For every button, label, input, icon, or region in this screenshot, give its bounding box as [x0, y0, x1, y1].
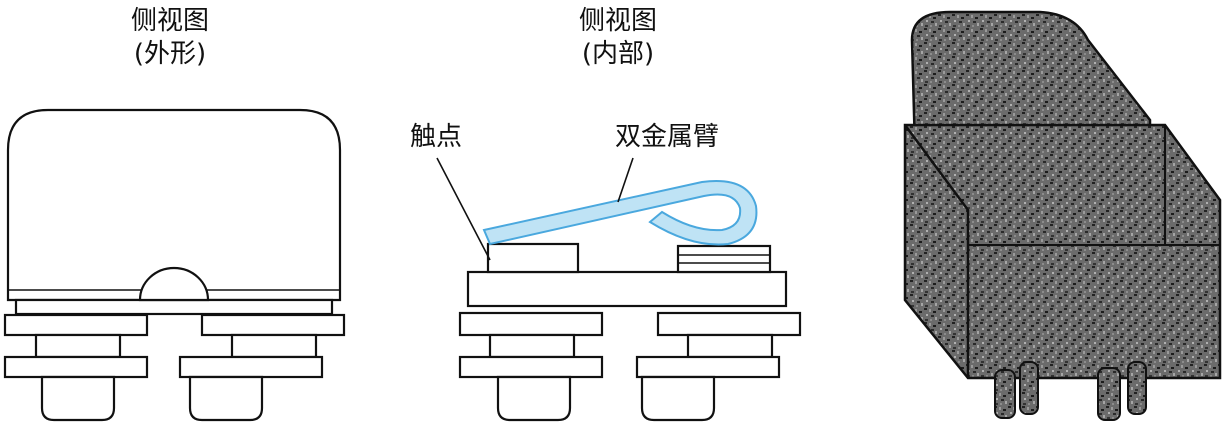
photo-pin-4 [1127, 361, 1147, 415]
label-bimetal-arm: 双金属臂 [615, 122, 720, 152]
exterior-neck-left [34, 333, 122, 359]
bimetal-mount-block [676, 244, 772, 274]
exterior-neck-right [230, 333, 318, 359]
photo-edge-front [903, 124, 970, 378]
photo-top-block [910, 10, 1152, 152]
interior-view [436, 157, 802, 422]
interior-neck-right [686, 333, 774, 359]
leader-contact [436, 157, 491, 261]
interior-washer-left [458, 355, 604, 379]
caption-interior-title: 侧视图 [578, 6, 657, 36]
exterior-dome [138, 266, 210, 302]
exterior-flange-right [200, 313, 346, 337]
exterior-pin-right [188, 375, 264, 422]
bimetal-arm [482, 180, 758, 246]
exterior-washer-right [178, 355, 324, 379]
photo-pin-2 [1019, 361, 1039, 415]
caption-exterior-title: 侧视图 [130, 6, 209, 36]
interior-base-plate [466, 270, 788, 308]
interior-neck-left [488, 333, 576, 359]
interior-flange-left [458, 311, 604, 337]
exterior-cap [6, 108, 342, 302]
photo-pin-1 [994, 369, 1016, 419]
interior-pin-right [640, 375, 716, 422]
caption-exterior: 侧视图 (外形) [100, 5, 240, 71]
exterior-pin-left [40, 375, 116, 422]
leader-bimetal [617, 157, 634, 203]
exterior-view [3, 108, 346, 422]
photo-body [903, 123, 1222, 380]
interior-washer-right [635, 355, 781, 379]
thermostat-3d-photo [903, 10, 1222, 421]
caption-exterior-subtitle: (外形) [133, 39, 207, 69]
exterior-base-plate [14, 298, 334, 316]
interior-pin-left [496, 375, 572, 422]
caption-interior-subtitle: (内部) [581, 39, 655, 69]
label-contact: 触点 [410, 122, 463, 152]
exterior-flange-left [3, 313, 149, 337]
interior-flange-right [656, 311, 802, 337]
exterior-washer-left [3, 355, 149, 379]
caption-interior: 侧视图 (内部) [548, 5, 688, 71]
contact-block [486, 242, 580, 274]
photo-pin-3 [1097, 367, 1121, 421]
